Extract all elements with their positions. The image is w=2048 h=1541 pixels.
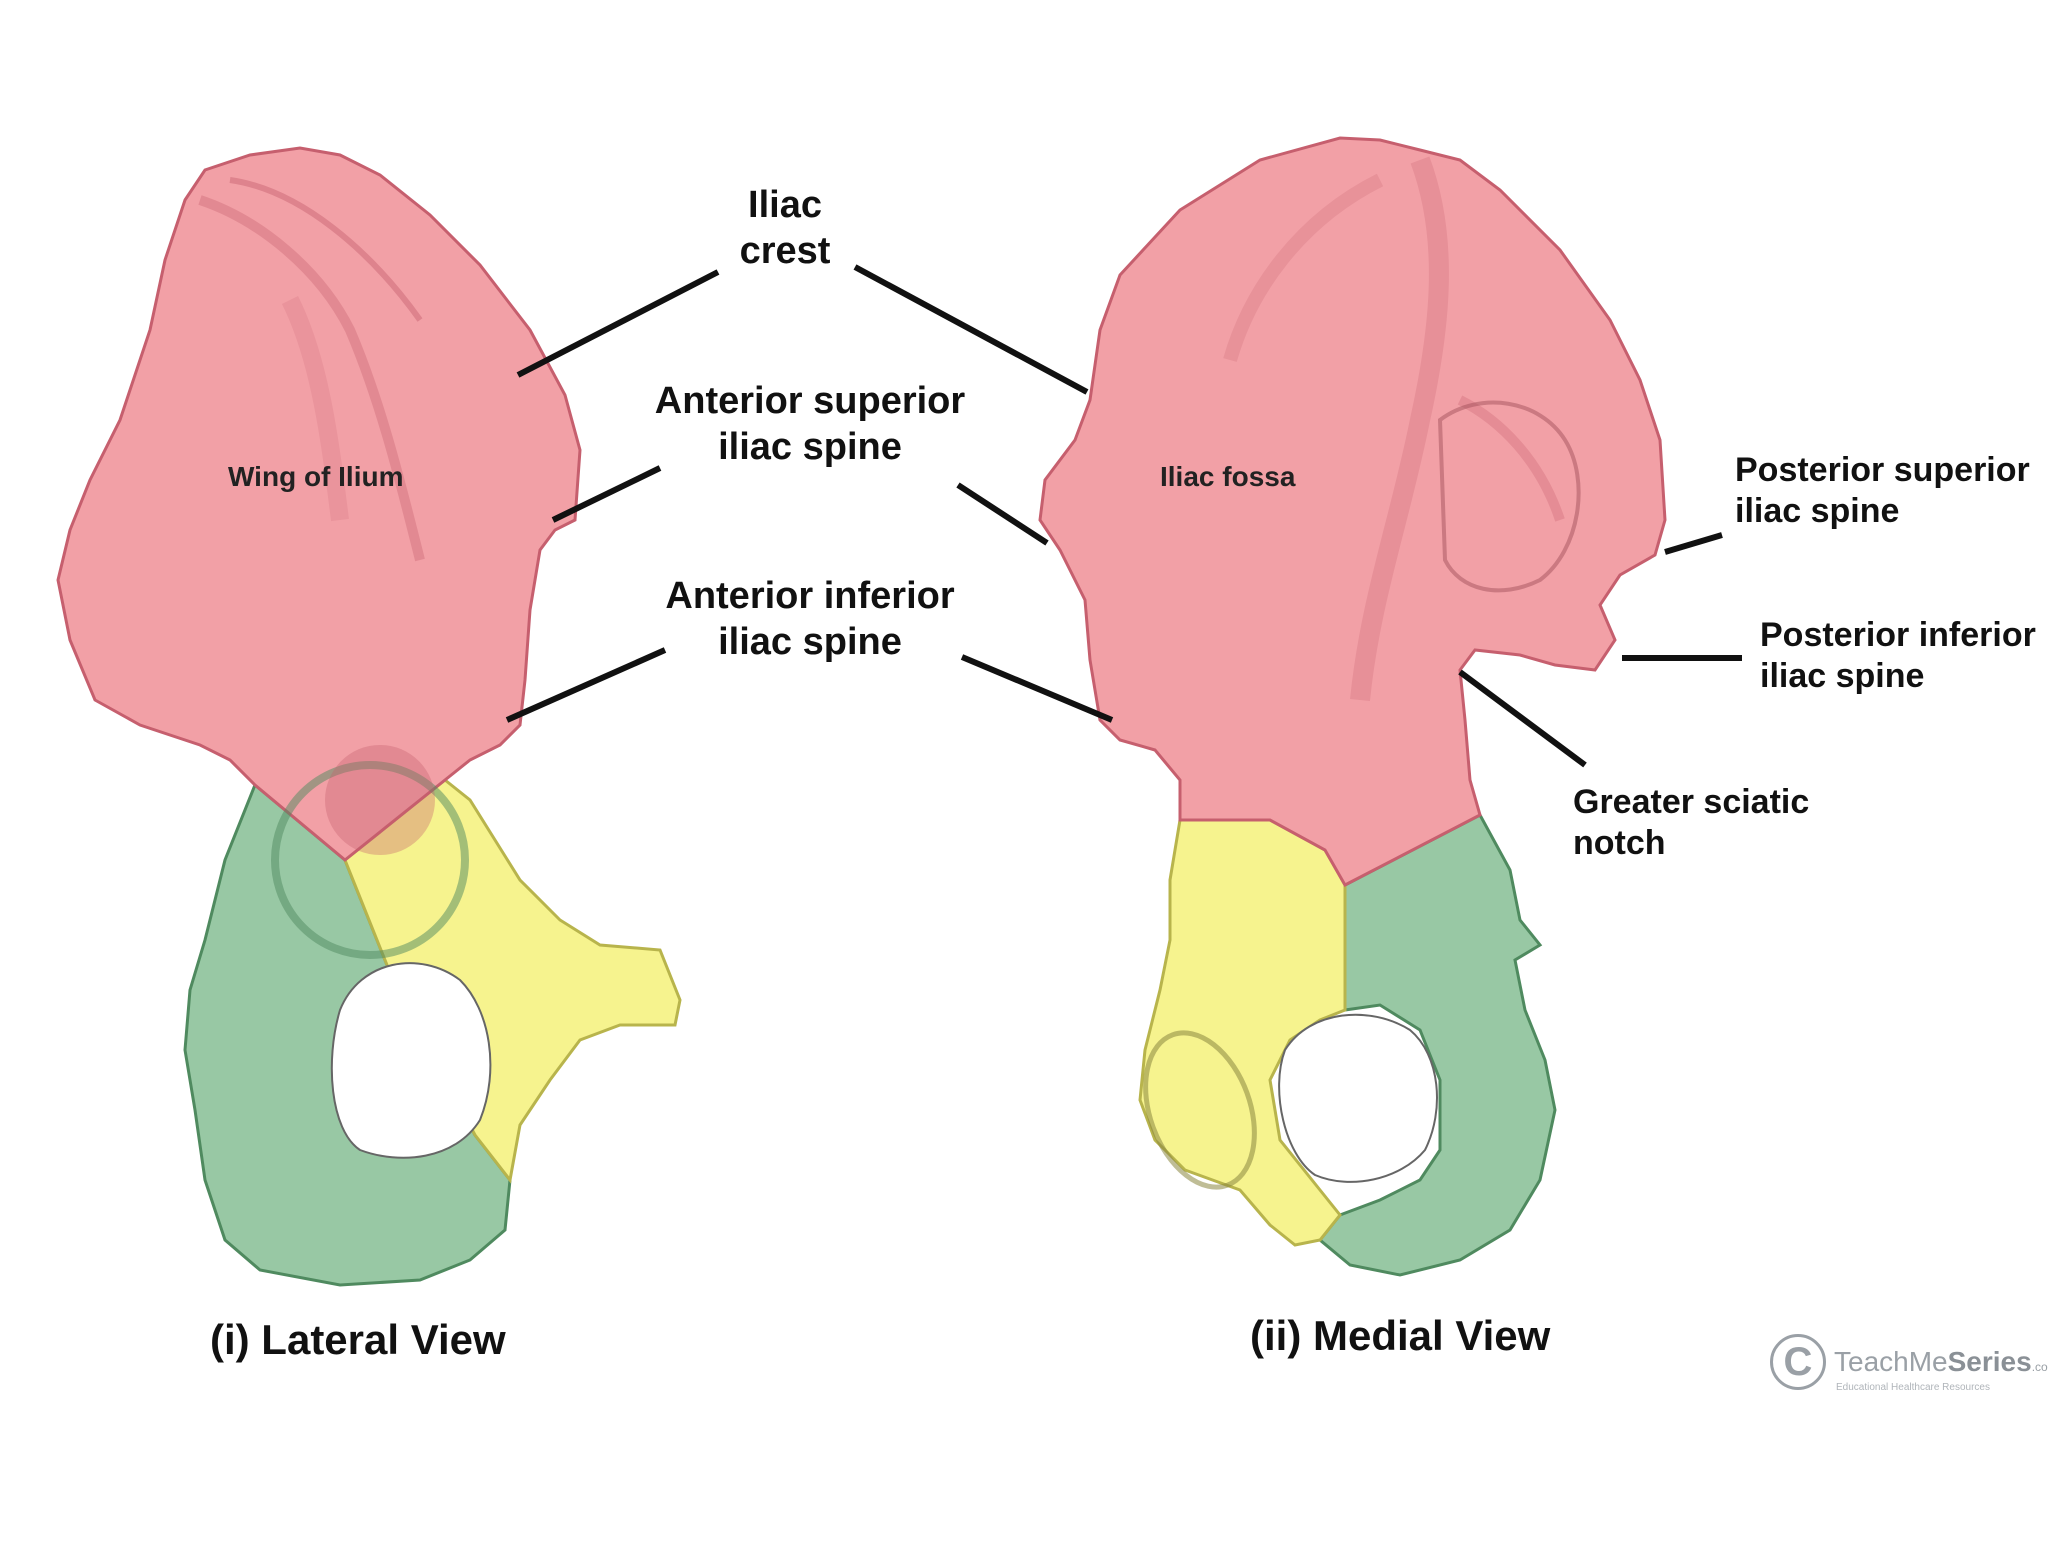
lateral-ilium-region	[56, 146, 582, 862]
leader-lines	[505, 264, 1742, 768]
brand-tagline: Educational Healthcare Resources	[1836, 1382, 1990, 1393]
label-iliac-crest: Iliac crest	[739, 184, 831, 273]
caption-medial-view: (ii) Medial View	[1250, 1312, 1551, 1359]
leader-sciatic-notch	[1458, 669, 1587, 768]
medial-ischium-region	[1317, 812, 1557, 1277]
leader-aiis-medial	[960, 654, 1114, 723]
leader-aiis-lateral	[505, 647, 667, 723]
label-iliac-fossa: Iliac fossa	[1160, 461, 1296, 492]
label-anterior-superior-iliac-spine: Anterior superior iliac spine	[654, 380, 966, 469]
medial-view-bone	[1038, 136, 1667, 1277]
leader-iliac-crest-lateral	[516, 269, 720, 378]
leader-psis	[1664, 532, 1723, 555]
label-anterior-inferior-iliac-spine: Anterior inferior iliac spine	[665, 575, 955, 664]
lateral-pubis-region	[343, 778, 682, 1184]
brand-name: TeachMeSeries.com	[1834, 1346, 2048, 1377]
copyright-icon: C	[1770, 1334, 1826, 1390]
label-posterior-superior-iliac-spine: Posterior superior iliac spine	[1735, 451, 2030, 531]
medial-ilium-region	[1038, 136, 1667, 887]
label-greater-sciatic-notch: Greater sciatic notch	[1573, 783, 1810, 863]
teachmeseries-logo: C TeachMeSeries.com Educational Healthca…	[1770, 1330, 2048, 1410]
leader-iliac-crest-medial	[853, 264, 1089, 395]
label-posterior-inferior-iliac-spine: Posterior inferior iliac spine	[1760, 616, 2036, 696]
caption-lateral-view: (i) Lateral View	[210, 1316, 506, 1363]
leader-asis-medial	[956, 482, 1049, 546]
label-wing-of-ilium: Wing of Ilium	[228, 461, 404, 492]
medial-pubis-region	[1138, 818, 1347, 1247]
leader-asis-lateral	[551, 465, 662, 523]
lateral-view-bone	[56, 146, 682, 1287]
